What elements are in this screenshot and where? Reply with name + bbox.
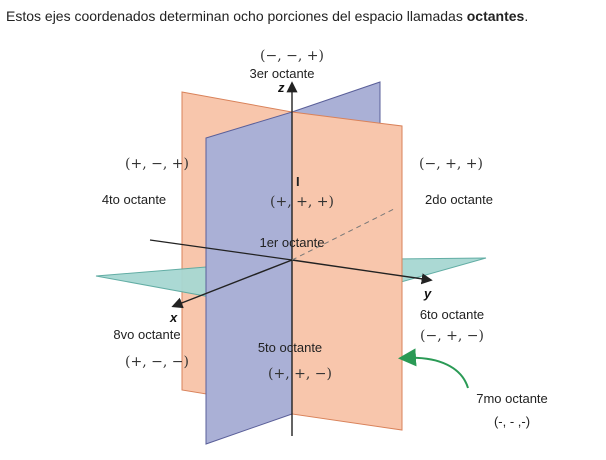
octant-7-arrow — [398, 348, 469, 389]
octant-3-signs: (−, −, +) — [260, 48, 324, 64]
y-axis-label: y — [423, 286, 432, 301]
octant-5-name: 5to octante — [258, 340, 322, 355]
y-axis — [291, 259, 433, 285]
x-axis-back — [291, 207, 397, 261]
xz-plane-front — [291, 111, 403, 431]
caption: Estos ejes coordenados determinan ocho p… — [6, 8, 528, 24]
octant-8-signs: (+, −, −) — [125, 354, 189, 370]
caption-text: Estos ejes coordenados determinan ocho p… — [6, 8, 467, 24]
octant-7-signs: (-, - ,-) — [494, 414, 530, 429]
octant-4-name: 4to octante — [102, 192, 166, 207]
caption-bold: octantes — [466, 8, 525, 24]
x-axis — [171, 259, 293, 309]
octant-5-signs: (+, +, −) — [268, 366, 332, 382]
octant-1-name: 1er octante — [259, 235, 324, 250]
octant-3-name: 3er octante — [249, 66, 314, 81]
octant-8-name: 8vo octante — [113, 327, 180, 342]
roman-label: I — [296, 174, 300, 189]
octant-2-signs: (−, +, +) — [419, 156, 483, 172]
octant-6-signs: (−, +, −) — [420, 328, 484, 344]
z-axis-label: z — [277, 80, 285, 95]
octant-2-name: 2do octante — [425, 192, 493, 207]
y-axis-back — [149, 239, 293, 261]
octant-1-signs: (+, +, +) — [270, 194, 334, 210]
yz-plane-front — [205, 111, 293, 445]
octant-7-name: 7mo octante — [476, 391, 548, 406]
caption-end: . — [524, 8, 529, 24]
octant-4-signs: (+, −, +) — [125, 156, 189, 172]
octant-6-name: 6to octante — [420, 307, 484, 322]
x-axis-label: x — [169, 310, 178, 325]
